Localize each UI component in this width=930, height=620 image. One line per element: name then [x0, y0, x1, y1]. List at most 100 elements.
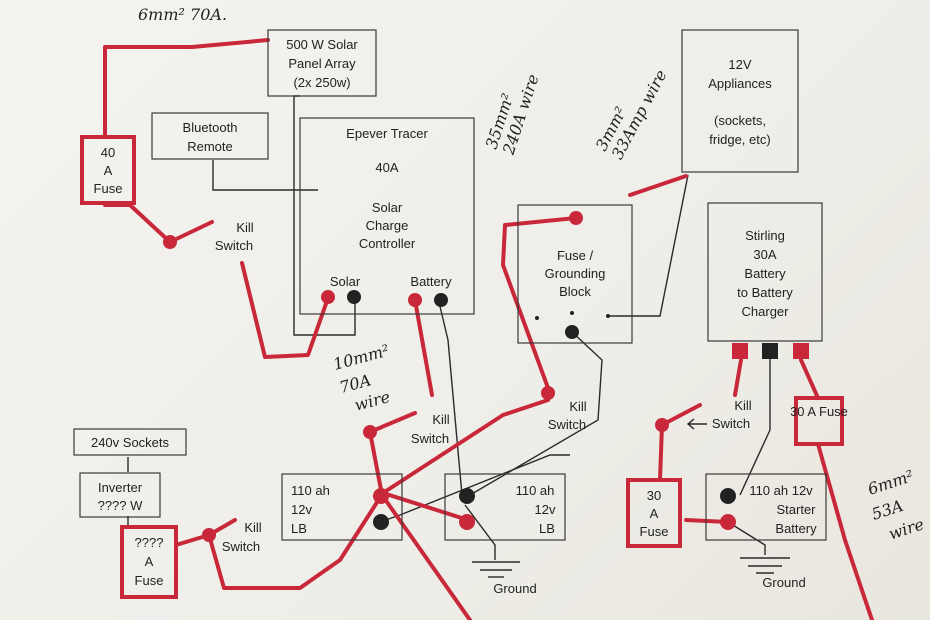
svg-text:30A: 30A [753, 247, 776, 262]
svg-text:Switch: Switch [411, 431, 449, 446]
fuse-30a-right: 30 A Fuse [790, 396, 848, 446]
kill-switch-starter-label: Kill [734, 398, 751, 413]
fuseblock-neg-terminal [565, 325, 579, 339]
svg-text:Panel Array: Panel Array [288, 56, 356, 71]
fuse-grounding-block: Fuse / Grounding Block [517, 204, 633, 344]
svg-text:LB: LB [539, 521, 555, 536]
ground-symbol-2 [740, 557, 790, 574]
fuse-inverter: ???? A Fuse [120, 525, 178, 599]
ground-symbol-1 [472, 561, 520, 578]
annotation-3mm: 3mm² 33Amp wire [592, 67, 671, 163]
controller-solar-neg-terminal [347, 290, 361, 304]
controller-battery-port-label: Battery [410, 274, 452, 289]
svg-text:????: ???? [135, 535, 164, 550]
stirling-in-terminal [732, 343, 748, 359]
kill-switch-battery-pivot [363, 425, 377, 439]
svg-text:Switch: Switch [712, 416, 750, 431]
stirling-charger: Stirling 30A Battery to Battery Charger [707, 202, 823, 342]
battery1-neg-terminal [373, 514, 389, 530]
controller-solar-pos-terminal [321, 290, 335, 304]
svg-text:53A: 53A [869, 496, 905, 524]
svg-text:Block: Block [559, 284, 591, 299]
battery1-pos-terminal [373, 488, 389, 504]
annotation-10mm: 10mm² 70A wire [331, 341, 392, 415]
inverter: Inverter ???? W [79, 472, 161, 518]
svg-text:Switch: Switch [222, 539, 260, 554]
appliances-12v: 12V Appliances (sockets, fridge, etc) [681, 29, 799, 173]
svg-text:???? W: ???? W [98, 498, 144, 513]
svg-text:12v: 12v [535, 502, 556, 517]
svg-text:Fuse: Fuse [640, 524, 669, 539]
kill-switch-starter-pivot [655, 418, 669, 432]
starter-pos-terminal [720, 514, 736, 530]
svg-text:6mm²: 6mm² [865, 466, 916, 499]
svg-text:110 ah 12v: 110 ah 12v [749, 483, 813, 498]
starter-battery: 110 ah 12v Starter Battery [705, 473, 827, 541]
svg-text:(sockets,: (sockets, [714, 113, 766, 128]
svg-text:Starter: Starter [776, 502, 816, 517]
svg-text:Switch: Switch [548, 417, 586, 432]
fuseblock-pos-terminal [569, 211, 583, 225]
svg-text:Solar: Solar [372, 200, 403, 215]
kill-switch-starter-arrow [686, 418, 707, 430]
svg-text:240v Sockets: 240v Sockets [91, 435, 170, 450]
svg-text:(2x 250w): (2x 250w) [293, 75, 350, 90]
battery2-neg-terminal [459, 488, 475, 504]
fuse-40a: 40 A Fuse [80, 135, 136, 205]
kill-switch-solar-label: Kill [236, 220, 253, 235]
sockets-240v: 240v Sockets [73, 428, 187, 456]
kill-switch-fuseblock-pivot [541, 386, 555, 400]
controller-battery-neg-terminal [434, 293, 448, 307]
battery-2: 110 ah 12v LB [444, 473, 566, 541]
svg-text:Fuse: Fuse [94, 181, 123, 196]
negative-wires [127, 95, 771, 560]
battery2-pos-terminal [459, 514, 475, 530]
svg-text:A: A [104, 163, 113, 178]
starter-neg-terminal [720, 488, 736, 504]
svg-text:Charger: Charger [742, 304, 790, 319]
svg-text:Inverter: Inverter [98, 480, 143, 495]
annotation-35mm: 35mm² 240A wire [482, 72, 543, 158]
svg-text:to Battery: to Battery [737, 285, 793, 300]
battery-1: 110 ah 12v LB [281, 473, 403, 541]
kill-switch-fuseblock-label: Kill [569, 399, 586, 414]
kill-switch-solar-pivot [163, 235, 177, 249]
svg-text:wire: wire [886, 514, 926, 543]
svg-text:Bluetooth: Bluetooth [183, 120, 238, 135]
svg-text:Fuse /: Fuse / [557, 248, 594, 263]
svg-text:Remote: Remote [187, 139, 233, 154]
bluetooth-remote: Bluetooth Remote [151, 112, 269, 160]
solar-panel-array: 500 W Solar Panel Array (2x 250w) [267, 29, 377, 97]
controller-solar-port-label: Solar [330, 274, 361, 289]
svg-text:Stirling: Stirling [745, 228, 785, 243]
annotation-6mm-70a: 6mm² 70A. [138, 5, 227, 24]
kill-switch-inverter-pivot [202, 528, 216, 542]
svg-text:110 ah: 110 ah [516, 483, 555, 498]
svg-text:Switch: Switch [215, 238, 253, 253]
svg-text:A: A [145, 554, 154, 569]
ground-label-1: Ground [493, 581, 536, 596]
svg-text:40A: 40A [375, 160, 398, 175]
svg-text:Battery: Battery [775, 521, 817, 536]
terminals [163, 211, 809, 542]
svg-text:12v: 12v [291, 502, 312, 517]
svg-text:500 W Solar: 500 W Solar [286, 37, 358, 52]
svg-text:LB: LB [291, 521, 307, 536]
svg-text:A: A [650, 506, 659, 521]
svg-text:Fuse: Fuse [135, 573, 164, 588]
svg-text:12V: 12V [728, 57, 751, 72]
kill-switch-inverter-label: Kill [244, 520, 261, 535]
svg-text:10mm²: 10mm² [331, 341, 391, 374]
stirling-neg-terminal [762, 343, 778, 359]
controller-battery-pos-terminal [408, 293, 422, 307]
kill-switch-battery-label: Kill [432, 412, 449, 427]
fuse-30a-left: 30 A Fuse [626, 478, 682, 548]
svg-text:Charge: Charge [366, 218, 409, 233]
svg-text:Controller: Controller [359, 236, 416, 251]
fuse-30a-right-label: 30 A Fuse [790, 404, 848, 419]
svg-text:40: 40 [101, 145, 115, 160]
svg-text:Appliances: Appliances [708, 76, 772, 91]
stirling-out-terminal [793, 343, 809, 359]
